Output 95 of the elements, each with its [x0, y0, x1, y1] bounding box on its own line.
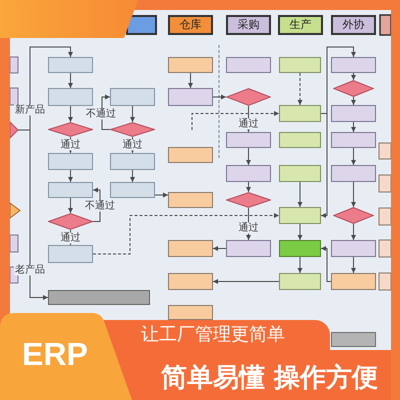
arrow [212, 94, 226, 100]
arrow [154, 192, 168, 198]
edge-label: 通过 [60, 232, 82, 243]
process-box [48, 88, 93, 106]
arrow [351, 122, 356, 132]
banner-panel [0, 313, 132, 400]
process-box [279, 105, 321, 122]
arrow [351, 256, 356, 274]
edge-label: 老产品 [14, 264, 46, 276]
arrow [68, 72, 73, 88]
slogan-text: 让工厂管理更简单 [140, 325, 286, 345]
arrow [298, 182, 302, 208]
arrow [246, 106, 251, 132]
column-header: 生产 [278, 15, 323, 35]
process-box [279, 165, 321, 182]
edge-label: 通过 [60, 140, 82, 150]
decision-diamond [48, 213, 93, 230]
process-box [331, 57, 376, 73]
dashed-arrow [192, 111, 280, 130]
process-box [279, 132, 321, 148]
process-box [168, 147, 213, 163]
arrow [351, 96, 356, 106]
arrow [320, 113, 328, 218]
edge-label: 新产品 [14, 104, 46, 116]
process-box [168, 240, 213, 257]
process-box [48, 182, 93, 198]
arrow [130, 136, 135, 154]
arrow [320, 46, 356, 114]
arrow [68, 230, 73, 246]
decision-diamond [226, 192, 271, 208]
arrow [130, 106, 135, 122]
dashed-arrow [298, 72, 302, 106]
process-box [331, 273, 376, 290]
process-box [168, 192, 213, 208]
column-header: 采购 [226, 15, 271, 35]
arrow [351, 148, 356, 166]
arrow [68, 106, 73, 122]
banner-tab [0, 0, 138, 38]
arrow [351, 72, 356, 80]
edge-label: 不通过 [84, 200, 116, 212]
process-box [168, 88, 213, 106]
arrow [320, 246, 332, 282]
arrow [68, 198, 73, 214]
decision-diamond [110, 122, 155, 137]
arrow [351, 224, 356, 240]
arrow [68, 170, 73, 182]
arrow [130, 170, 135, 182]
banner-title: ERP [22, 336, 88, 372]
column-header: 仓库 [168, 15, 213, 35]
column-header [126, 15, 157, 35]
arrow [351, 182, 356, 208]
process-box [226, 240, 271, 257]
edge-label: 通过 [238, 222, 260, 234]
arrow [212, 279, 280, 284]
edge-label: 通过 [122, 140, 144, 150]
process-box [110, 88, 155, 106]
process-box [279, 273, 321, 290]
arrow [298, 256, 302, 274]
arrow [298, 224, 302, 240]
edge-label: 不通过 [85, 108, 117, 120]
decision-diamond [226, 88, 271, 106]
process-box [226, 132, 271, 148]
process-box [331, 132, 376, 148]
process-box [168, 273, 213, 290]
process-box [48, 57, 93, 73]
edge-label: 通过 [238, 118, 260, 130]
arrow [246, 208, 251, 240]
arrow [188, 72, 193, 88]
arrow [212, 246, 226, 251]
tagline-text: 简单易懂 操作方便 [160, 363, 378, 393]
process-box [331, 105, 376, 122]
decision-diamond [48, 122, 93, 137]
dashed-arrow [92, 213, 280, 254]
process-box [110, 182, 155, 198]
process-box [48, 245, 93, 263]
process-box [226, 165, 271, 182]
process-box [331, 332, 376, 347]
column-header: 外协 [331, 15, 376, 35]
decision-diamond [333, 80, 374, 97]
process-box [168, 305, 213, 320]
process-box [279, 57, 321, 73]
decision-diamond [333, 207, 374, 224]
process-box [226, 57, 271, 73]
process-box [48, 153, 93, 170]
process-box [279, 240, 321, 257]
process-box [168, 57, 213, 73]
process-box [331, 165, 376, 182]
process-box [110, 153, 155, 170]
arrow [246, 148, 251, 166]
process-box [279, 207, 321, 224]
arrow [68, 136, 73, 154]
process-box [331, 240, 376, 257]
arrow [18, 130, 48, 300]
arrow [246, 182, 251, 192]
process-box [48, 290, 150, 305]
